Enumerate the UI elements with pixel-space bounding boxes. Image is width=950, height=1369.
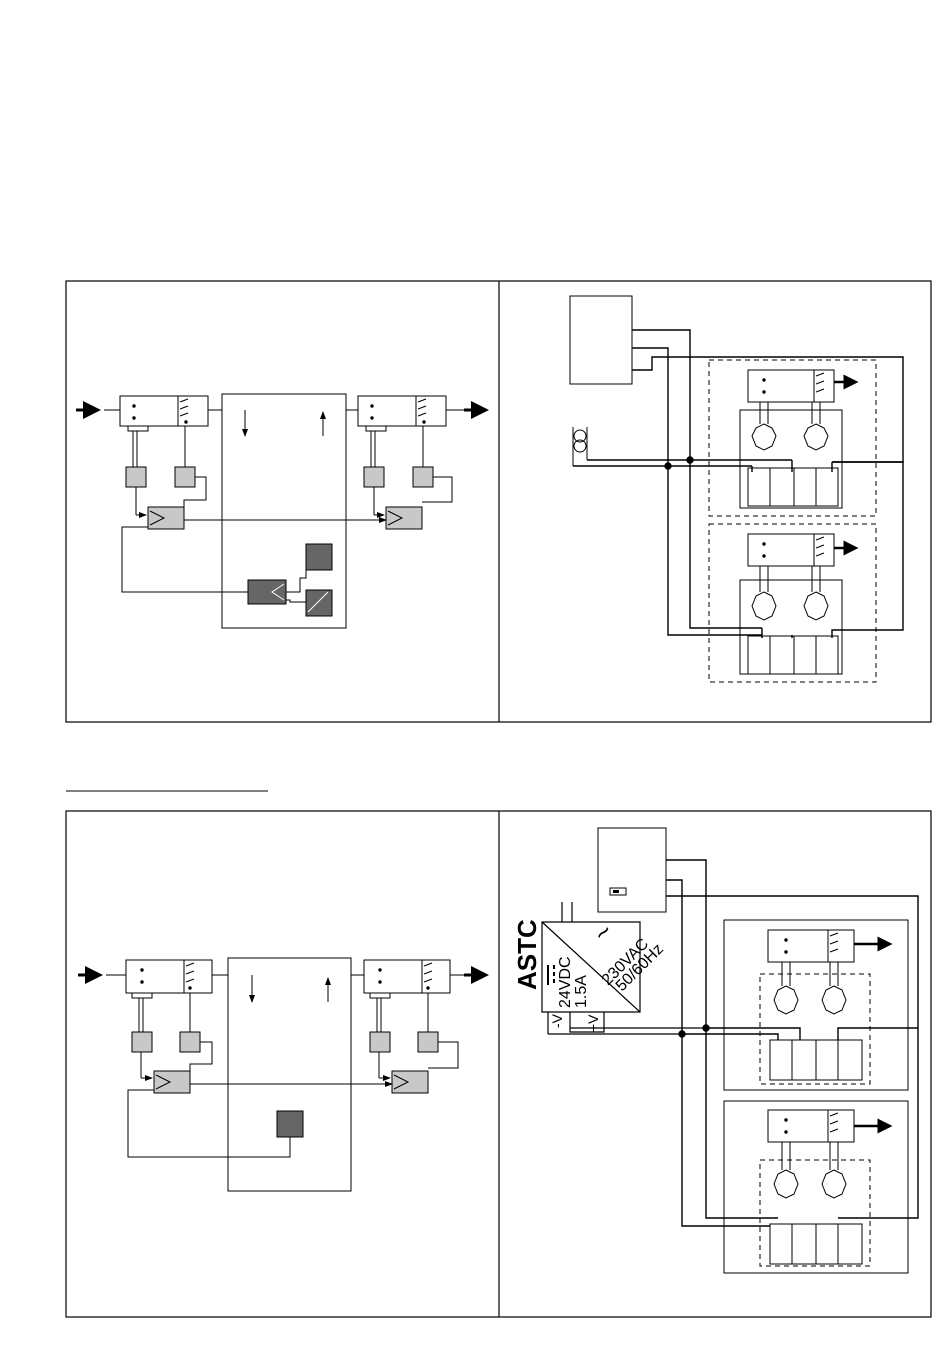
- room-device-2: [306, 590, 332, 616]
- psu-terminal-negative: -V: [549, 1013, 565, 1028]
- psu-output-voltage: 24VDC: [557, 956, 574, 1008]
- bottom-zone-1-unit: [760, 930, 890, 1084]
- bottom-controller-left: [154, 1071, 190, 1093]
- controller-box-top: [570, 296, 632, 384]
- room-device-1: [306, 544, 332, 570]
- bottom-zone-2-unit: [760, 1110, 890, 1266]
- controller-box-bottom: [598, 828, 666, 912]
- bottom-left-schematic: [78, 958, 486, 1191]
- bottom-left-duct-unit: [126, 960, 212, 998]
- psu-output-current: 1.5A: [573, 975, 590, 1008]
- left-duct-unit: [120, 396, 208, 431]
- controller-left: [148, 507, 184, 529]
- zone-2-duct-unit: [740, 534, 856, 674]
- right-duct-unit: [358, 396, 446, 431]
- zone-1-duct-unit: [740, 370, 856, 508]
- room-controller: [248, 580, 286, 604]
- top-left-schematic: [76, 394, 486, 628]
- bottom-room-device: [277, 1111, 303, 1137]
- bottom-controller-right: [392, 1071, 428, 1093]
- psu-brand-label: ASTC: [512, 919, 542, 990]
- controller-right: [386, 507, 422, 529]
- top-right-wiring: [570, 296, 903, 682]
- bottom-right-wiring: [542, 828, 918, 1273]
- transformer-symbol: [573, 427, 587, 466]
- psu-terminal-positive: +V: [585, 1014, 601, 1032]
- bottom-right-duct-unit: [364, 960, 450, 998]
